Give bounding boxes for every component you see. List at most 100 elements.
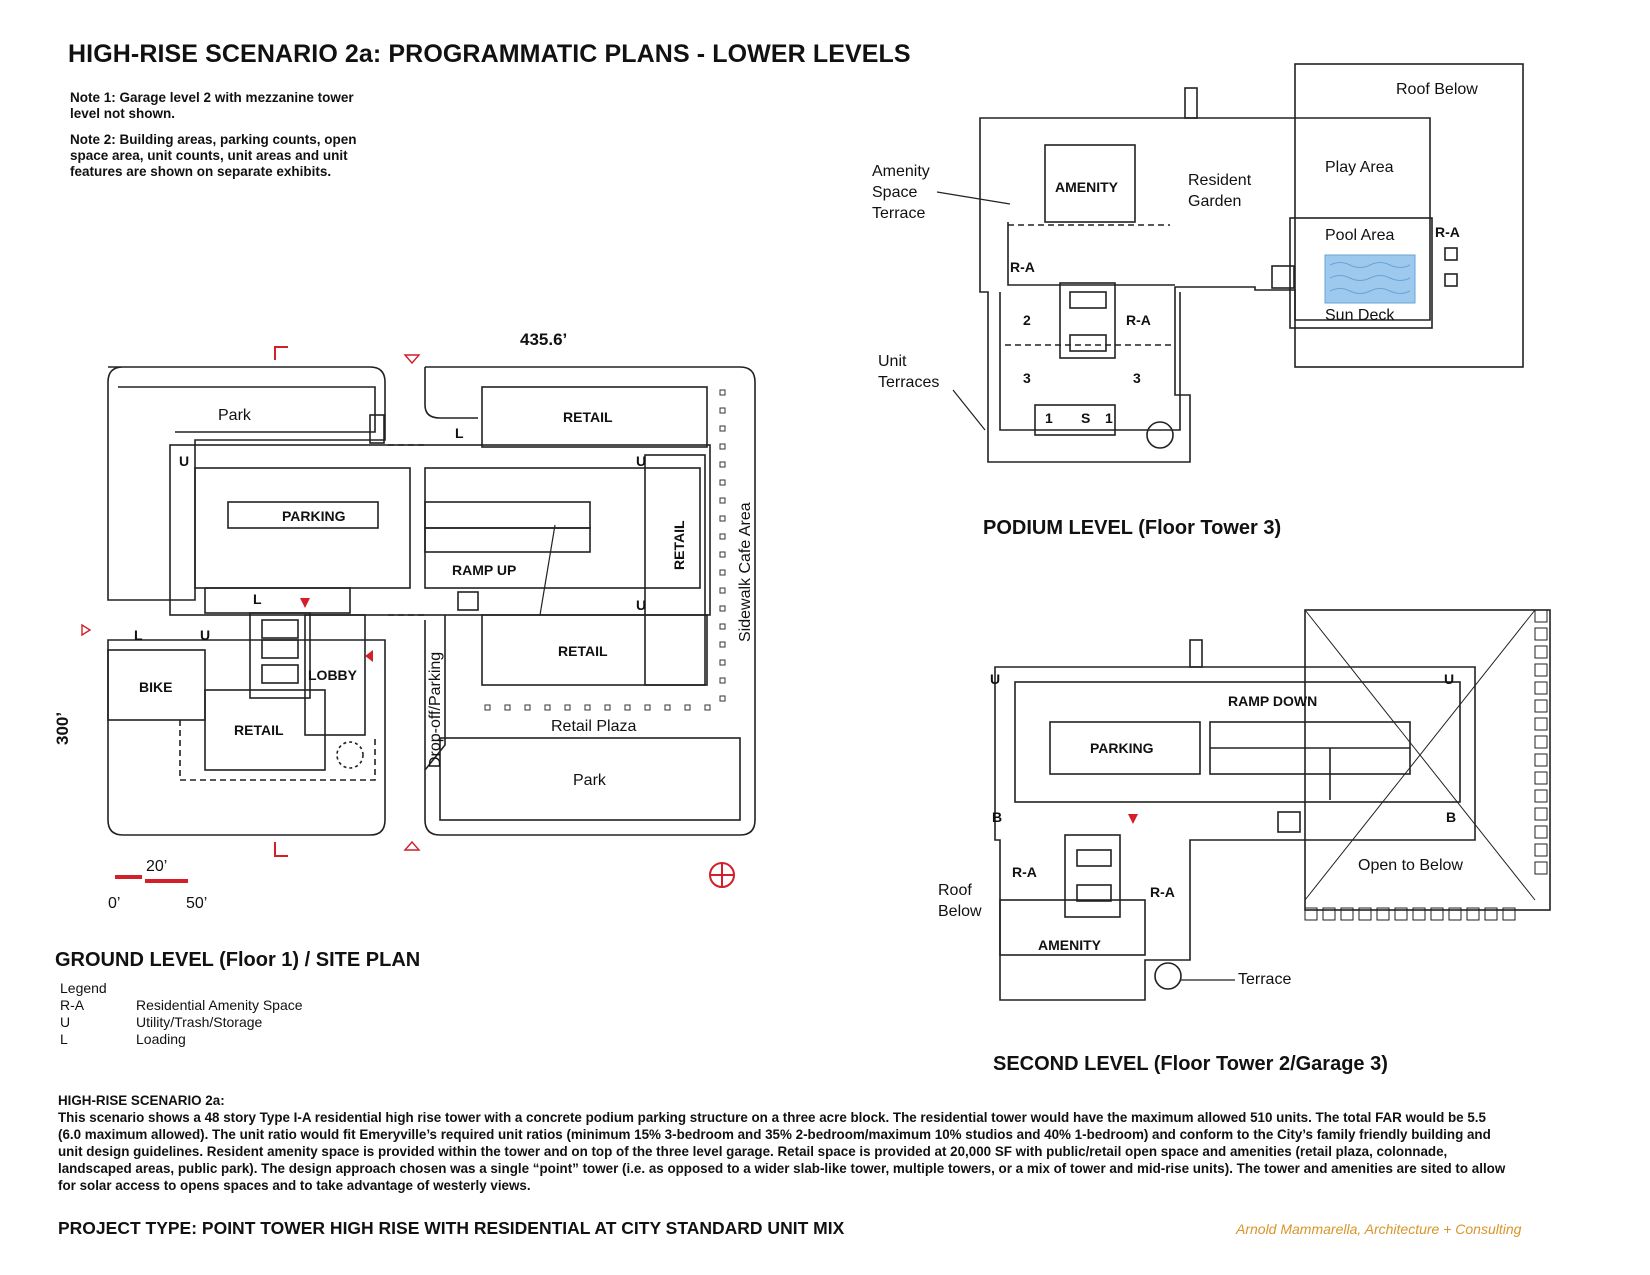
dim-top: 435.6’ (520, 330, 567, 349)
scale-label-0: 0’ (108, 895, 120, 912)
legend-value: Utility/Trash/Storage (136, 1014, 263, 1030)
retail-left-label: RETAIL (234, 722, 284, 738)
ra-label: R-A (1010, 259, 1035, 275)
l-label: L (134, 627, 143, 643)
u-label: U (1444, 671, 1454, 687)
amenity-terrace-label-1: Amenity (872, 163, 930, 180)
second-parking-bar (1049, 721, 1201, 775)
unit-1-label: 1 (1105, 410, 1113, 426)
ground-parking-bar (227, 501, 379, 529)
legend-key: U (60, 1014, 71, 1030)
amenity-terrace-label-2: Space (872, 184, 917, 201)
second-plan-title: SECOND LEVEL (Floor Tower 2/Garage 3) (993, 1053, 1388, 1075)
u-label: U (200, 627, 210, 643)
legend-heading: Legend (60, 980, 107, 996)
dim-side: 300’ (53, 712, 72, 745)
legend-value: Loading (136, 1031, 186, 1047)
play-area-label: Play Area (1325, 159, 1394, 176)
unit-3-label: 3 (1133, 370, 1141, 386)
unit-s-label: S (1081, 410, 1090, 426)
pool-water (1324, 254, 1416, 304)
core (249, 612, 311, 699)
l-label: L (253, 591, 262, 607)
left-block-outline (107, 366, 386, 601)
u-label: U (636, 597, 646, 613)
l-label: L (455, 425, 464, 441)
page-title: HIGH-RISE SCENARIO 2a: PROGRAMMATIC PLAN… (68, 40, 911, 68)
legend-key: L (60, 1031, 68, 1047)
bike-label: BIKE (139, 679, 172, 695)
ground-parking-label: PARKING (282, 508, 346, 524)
dropoff-label: Drop-off/Parking (427, 652, 444, 768)
legend-key: R-A (60, 997, 85, 1013)
note-1: Note 1: Garage level 2 with mezzanine to… (70, 90, 354, 121)
second-amenity-box (999, 899, 1146, 956)
sun-deck-label: Sun Deck (1325, 307, 1395, 324)
podium-plan (979, 63, 1524, 463)
description-body: This scenario shows a 48 story Type I-A … (58, 1110, 1506, 1193)
section-markers (81, 346, 735, 888)
resident-garden-label-1: Resident (1188, 172, 1252, 189)
amenity-terrace-label-3: Terrace (872, 205, 925, 222)
retail-mid (481, 614, 708, 686)
terrace-label: Terrace (1238, 971, 1291, 988)
note-2: Note 2: Building areas, parking counts, … (70, 132, 357, 179)
u-label: U (990, 671, 1000, 687)
scenario-description: HIGH-RISE SCENARIO 2a: This scenario sho… (58, 1092, 1508, 1194)
legend-row: L Loading (60, 1031, 303, 1048)
open-to-below (1304, 609, 1551, 911)
second-roof-below-2: Below (938, 903, 982, 920)
description-heading: HIGH-RISE SCENARIO 2a: (58, 1093, 225, 1108)
project-type: PROJECT TYPE: POINT TOWER HIGH RISE WITH… (58, 1218, 845, 1238)
second-parking-label: PARKING (1090, 740, 1154, 756)
legend: Legend R-A Residential Amenity Space U U… (60, 980, 303, 1048)
ra-label: R-A (1126, 312, 1151, 328)
scale-label-50: 50’ (186, 895, 207, 912)
retail-plaza-label: Retail Plaza (551, 718, 636, 735)
podium-plan-title: PODIUM LEVEL (Floor Tower 3) (983, 517, 1281, 539)
bike-room (107, 649, 206, 721)
u-label: U (636, 453, 646, 469)
unit-3-label: 3 (1023, 370, 1031, 386)
open-below-label: Open to Below (1358, 857, 1463, 874)
retail-left (204, 689, 326, 771)
unit-1-label: 1 (1045, 410, 1053, 426)
u-label: U (179, 453, 189, 469)
retail-top (481, 386, 708, 448)
retail-side-label: RETAIL (671, 520, 687, 570)
park-bottom (439, 737, 741, 821)
legend-row: R-A Residential Amenity Space (60, 997, 303, 1014)
retail-mid-label: RETAIL (558, 643, 608, 659)
ra-label: R-A (1150, 884, 1175, 900)
second-plan (994, 609, 1551, 1001)
ra-label: R-A (1012, 864, 1037, 880)
scale-label-20: 20’ (146, 858, 167, 875)
b-label: B (1446, 809, 1456, 825)
park-bottom-label: Park (573, 772, 607, 789)
ground-plan-title: GROUND LEVEL (Floor 1) / SITE PLAN (55, 949, 420, 971)
second-roof-below-1: Roof (938, 882, 972, 899)
ra-label: R-A (1435, 224, 1460, 240)
pool-deck (1289, 217, 1433, 329)
legend-row: U Utility/Trash/Storage (60, 1014, 303, 1031)
second-amenity-label: AMENITY (1038, 937, 1102, 953)
unit-2-label: 2 (1023, 312, 1031, 328)
retail-top-label: RETAIL (563, 409, 613, 425)
lobby-box (304, 614, 366, 736)
ramp-up-label: RAMP UP (452, 562, 516, 578)
b-label: B (992, 809, 1002, 825)
legend-value: Residential Amenity Space (136, 997, 303, 1013)
roof-below-label: Roof Below (1396, 81, 1478, 98)
ramp-down-label: RAMP DOWN (1228, 693, 1317, 709)
sidewalk-label: Sidewalk Cafe Area (737, 502, 754, 642)
park-top-label: Park (218, 407, 252, 424)
lobby-label: LOBBY (308, 667, 358, 683)
unit-terraces-label-1: Unit (878, 353, 907, 370)
resident-garden-label-2: Garden (1188, 193, 1241, 210)
podium-amenity-label: AMENITY (1055, 179, 1119, 195)
pool-area-label: Pool Area (1325, 227, 1394, 244)
podium-amenity (1044, 144, 1136, 223)
credit: Arnold Mammarella, Architecture + Consul… (1236, 1221, 1522, 1237)
podium-roof-below (1294, 63, 1524, 368)
